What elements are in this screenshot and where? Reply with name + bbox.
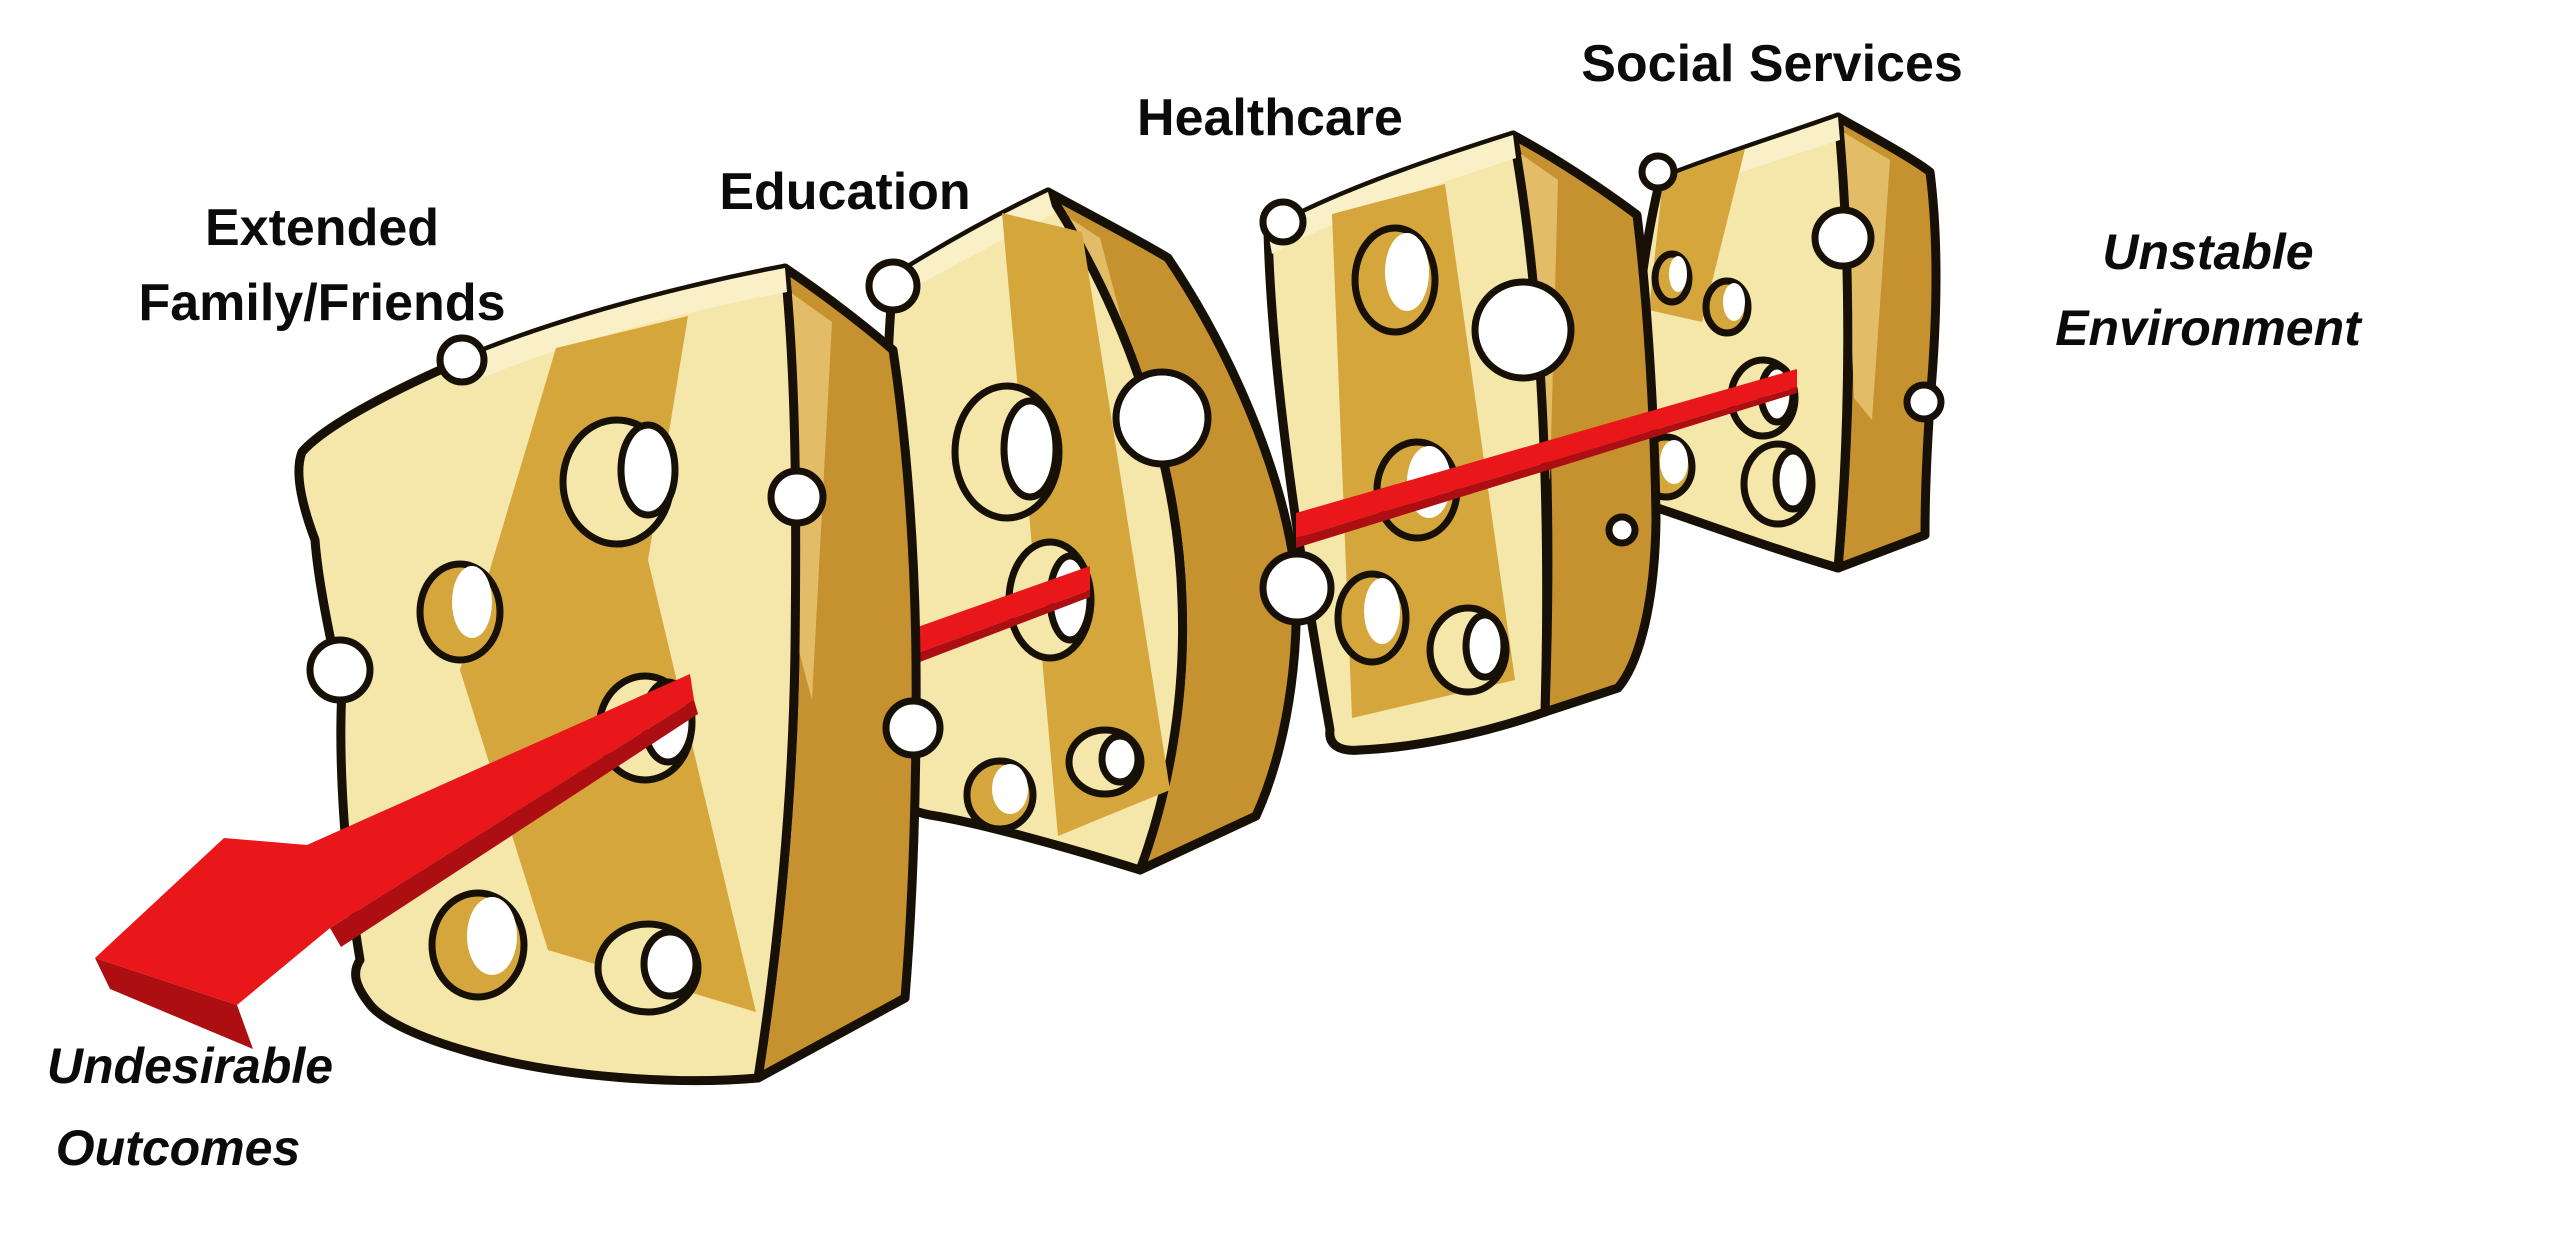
slice2-ridge-notch — [1112, 368, 1212, 468]
cheese-hole — [1740, 440, 1816, 528]
slice4-edge-notch — [1638, 152, 1678, 192]
cheese-slice-education — [865, 187, 1335, 875]
slice1-edge-notch — [882, 697, 944, 759]
cheese-slice-social-services — [1616, 112, 1945, 573]
slice2-shadow — [1002, 213, 1170, 836]
slice3-ridge-notch — [1471, 278, 1575, 382]
slice4-edge-notch — [1903, 381, 1945, 423]
label-layer-extended-family-line2: Family/Friends — [138, 274, 506, 332]
label-hazard-line1: Unstable — [2102, 224, 2314, 280]
cheese-hole — [594, 920, 702, 1016]
label-outcome-line1: Undesirable — [46, 1038, 334, 1094]
slice2-edge-notch — [865, 258, 921, 314]
cheese-slice-extended-family-friends — [294, 263, 944, 1086]
cheese-hole — [1426, 604, 1510, 696]
trajectory-arrow-head — [95, 674, 698, 1049]
cheese-slice-healthcare — [1259, 130, 1661, 755]
slice2-edge-notch — [1259, 550, 1335, 626]
cheese-hole — [559, 416, 679, 548]
trajectory-arrow-segment-middle — [912, 566, 1090, 665]
cheese-hole — [963, 757, 1037, 833]
cheese-hole — [416, 560, 504, 664]
slice3-top-band — [1268, 135, 1516, 254]
cheese-hole — [1351, 224, 1439, 336]
slice4-ridge-hole — [1811, 206, 1875, 270]
slice4-side-highlight — [1843, 132, 1890, 420]
slice1-edge-notch — [306, 636, 374, 704]
label-hazard-line2: Environment — [2055, 300, 2361, 356]
slice3-edge-notch — [1259, 198, 1307, 246]
label-layer-extended-family-line1: Extended — [204, 199, 440, 257]
slice3-edge-notch — [1605, 513, 1639, 547]
slice1-edge-notch — [436, 334, 488, 386]
label-layer-education: Education — [719, 163, 971, 221]
cheese-hole — [1334, 570, 1410, 666]
slice1-ridge-hole — [767, 467, 827, 527]
label-outcome-line2: Outcomes — [55, 1120, 301, 1176]
cheese-hole — [1651, 250, 1693, 306]
label-layer-healthcare: Healthcare — [1137, 89, 1403, 147]
cheese-hole — [1065, 726, 1145, 798]
cheese-hole — [1702, 277, 1752, 337]
slice1-top-band — [470, 268, 787, 380]
cheese-hole — [428, 889, 528, 1001]
trajectory-arrow-segment-rear — [1296, 369, 1797, 548]
cheese-hole — [951, 382, 1063, 522]
slice1-shadow — [460, 316, 756, 1012]
label-layer-social-services: Social Services — [1581, 35, 1963, 93]
